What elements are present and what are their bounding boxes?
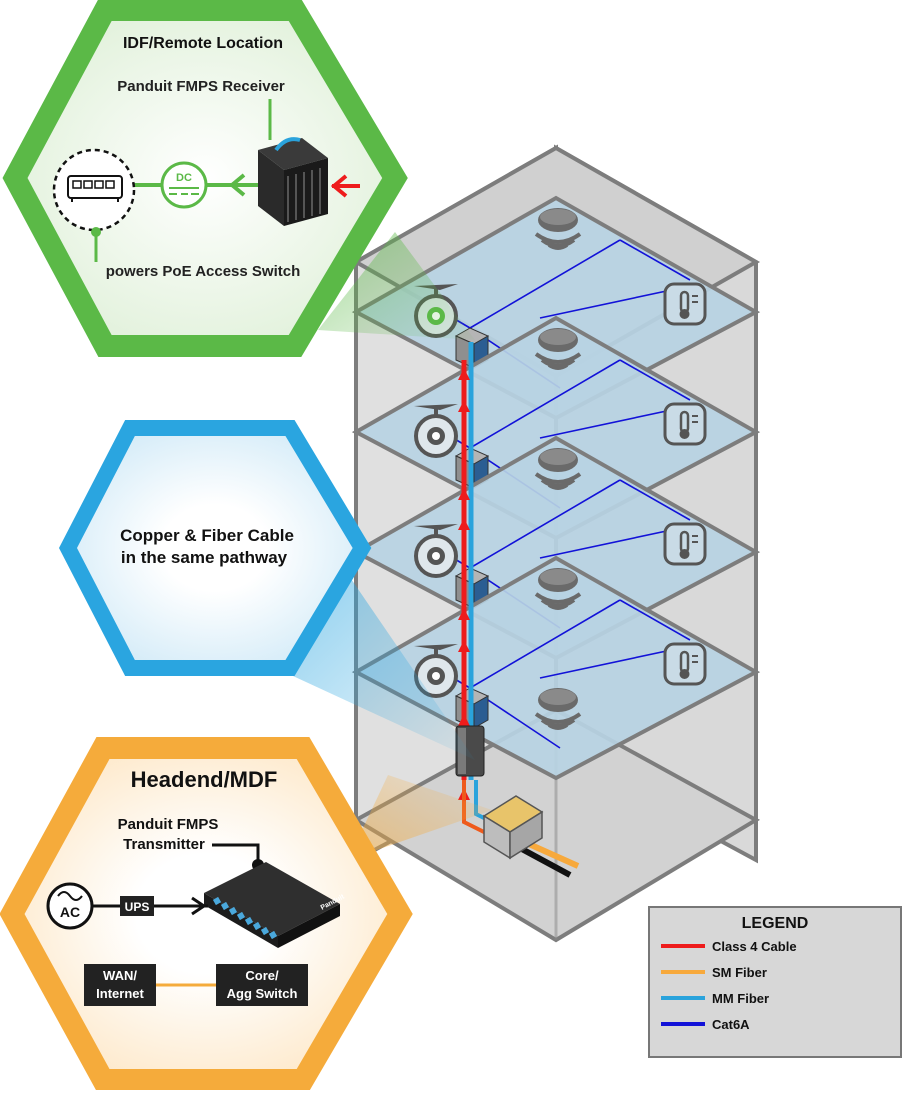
ups-label: UPS [125,900,150,914]
mdf-beam [348,775,492,860]
legend-item: Cat6A [661,1017,750,1032]
legend-box [648,906,902,1058]
wan-line1: WAN/ [103,968,137,983]
idf-title: IDF/Remote Location [123,35,283,52]
headend-callout: Headend/MDF Panduit FMPS Transmitter Pan… [0,737,413,1091]
transmitter-label-line2: Transmitter [123,836,205,853]
legend-title: LEGEND [742,915,809,932]
wan-entry [518,845,572,878]
legend-item: Class 4 Cable [661,939,797,954]
wireless-ap-icon [534,688,582,730]
switch-caption: powers PoE Access Switch [106,263,301,280]
pathway-hexagon [58,420,372,676]
riser-cables [458,342,580,878]
mdf-cabinet [482,795,544,860]
idf-callout: IDF/Remote Location Panduit FMPS Receive… [2,0,408,357]
power-input-arrow [330,174,360,198]
idf-beam [318,232,475,340]
thermostat-icon [663,282,707,326]
ups-box [120,896,154,916]
switch-icon [52,148,136,232]
camera-icon [414,524,458,578]
wireless-ap-icon [534,328,582,370]
wireless-ap-icon [534,208,582,250]
wan-line2: Internet [96,986,144,1001]
legend-label: MM Fiber [712,991,769,1006]
pathway-callout: Copper & Fiber Cable in the same pathway [58,420,372,676]
receiver-label: Panduit FMPS Receiver [117,78,285,95]
legend-label: SM Fiber [712,965,767,980]
legend-label: Cat6A [712,1017,750,1032]
pathway-line2: in the same pathway [121,548,288,567]
wireless-ap-icon [534,448,582,490]
camera-icon [414,644,458,698]
legend-item: SM Fiber [661,965,767,980]
transmitter-label-line1: Panduit FMPS [118,816,219,833]
legend-item: MM Fiber [661,991,769,1006]
legend-label: Class 4 Cable [712,939,797,954]
transmitter-icon: Panduit [204,862,346,948]
core-switch-box [216,964,308,1006]
thermostat-icon [663,402,707,446]
pathway-line1: Copper & Fiber Cable [120,526,294,545]
legend: LEGEND Class 4 Cable SM Fiber MM FiberCat6… [648,906,902,1058]
ac-label: AC [60,904,80,920]
wan-box [84,964,156,1006]
camera-icon [414,404,458,458]
floor-slab [351,555,761,781]
floor-level [351,555,761,781]
core-line2: Agg Switch [227,986,298,1001]
thermostat-icon [663,642,707,686]
thermostat-icon [663,522,707,566]
core-line1: Core/ [245,968,279,983]
receiver-icon [258,137,328,226]
headend-title: Headend/MDF [131,767,278,792]
dc-label: DC [176,172,192,184]
ac-source-icon: AC [46,882,94,930]
wireless-ap-icon [534,568,582,610]
dc-icon: DC [160,161,208,209]
